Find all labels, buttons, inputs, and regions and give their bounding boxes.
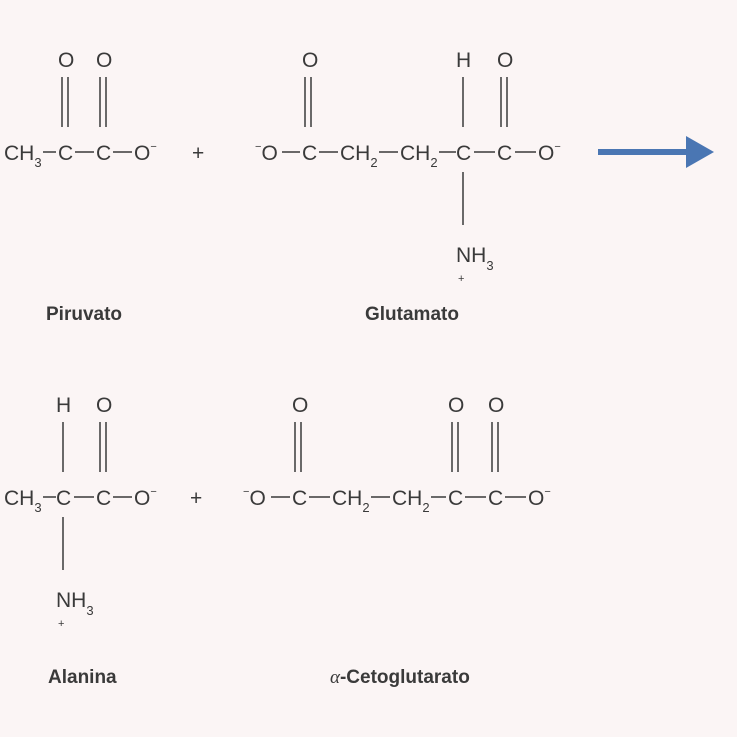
methylene-group: CH2 xyxy=(400,142,438,170)
alpha-ketoglutarate-label: α-Cetoglutarato xyxy=(330,667,470,688)
positive-charge: + xyxy=(458,273,464,285)
alanine-label: Alanina xyxy=(48,667,117,688)
positive-charge: + xyxy=(58,618,64,630)
plus-sign: + xyxy=(192,142,204,165)
amino-group: NH3 xyxy=(56,589,94,618)
carboxylate-oxygen: −O xyxy=(243,486,266,510)
carboxylate-oxygen: O− xyxy=(134,141,157,165)
atom-carbon: C xyxy=(292,487,307,510)
atom-oxygen: O xyxy=(58,49,74,72)
atom-oxygen: O xyxy=(448,394,464,417)
glutamate-label: Glutamato xyxy=(365,304,459,325)
atom-carbon: C xyxy=(488,487,503,510)
atom-carbon: C xyxy=(58,142,73,165)
carboxylate-oxygen: O− xyxy=(538,141,561,165)
atom-oxygen: O xyxy=(96,49,112,72)
atom-oxygen: O xyxy=(292,394,308,417)
alanine-structure: H O CH3 C C O− NH3 + xyxy=(4,394,157,630)
atom-carbon: C xyxy=(302,142,317,165)
atom-carbon: C xyxy=(96,487,111,510)
atom-carbon: C xyxy=(456,142,471,165)
pyruvate-label: Piruvato xyxy=(46,304,122,325)
atom-carbon: C xyxy=(96,142,111,165)
methylene-group: CH2 xyxy=(392,487,430,515)
methyl-group: CH3 xyxy=(4,487,42,515)
atom-carbon: C xyxy=(448,487,463,510)
methylene-group: CH2 xyxy=(332,487,370,515)
atom-hydrogen: H xyxy=(456,49,471,72)
atom-oxygen: O xyxy=(497,49,513,72)
atom-hydrogen: H xyxy=(56,394,71,417)
atom-oxygen: O xyxy=(488,394,504,417)
amino-group: NH3 xyxy=(456,244,494,273)
carboxylate-oxygen: −O xyxy=(255,141,278,165)
glutamate-structure: O H O −O C CH2 CH2 C C O− NH3 + xyxy=(255,49,561,285)
plus-sign: + xyxy=(190,487,202,510)
reaction-arrow-icon xyxy=(598,136,714,168)
pyruvate-structure: O O CH3 C C O− xyxy=(4,49,157,170)
carboxylate-oxygen: O− xyxy=(134,486,157,510)
carboxylate-oxygen: O− xyxy=(528,486,551,510)
methyl-group: CH3 xyxy=(4,142,42,170)
methylene-group: CH2 xyxy=(340,142,378,170)
atom-carbon: C xyxy=(497,142,512,165)
atom-carbon: C xyxy=(56,487,71,510)
atom-oxygen: O xyxy=(96,394,112,417)
atom-oxygen: O xyxy=(302,49,318,72)
alpha-ketoglutarate-structure: O O O −O C CH2 CH2 C C O− xyxy=(243,394,551,515)
